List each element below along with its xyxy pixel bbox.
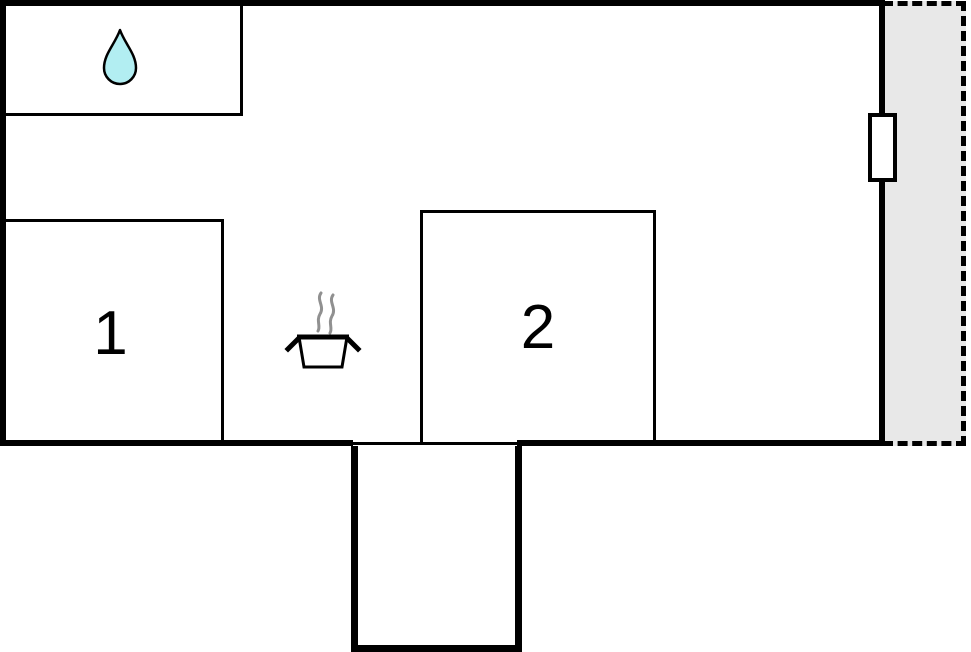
pot-handle-right bbox=[345, 336, 362, 353]
window bbox=[868, 113, 897, 182]
room-1: 1 bbox=[0, 219, 224, 446]
porch bbox=[351, 446, 522, 652]
terrace-area bbox=[883, 1, 966, 446]
cooking-pot-icon bbox=[284, 291, 362, 369]
room-2-label: 2 bbox=[520, 293, 556, 362]
room-1-label: 1 bbox=[93, 299, 128, 368]
bathroom bbox=[0, 0, 243, 116]
pot-body bbox=[297, 335, 349, 369]
pot-handle-left bbox=[284, 336, 301, 353]
steam-icon bbox=[316, 291, 336, 335]
threshold-line bbox=[353, 442, 517, 445]
water-drop-icon bbox=[102, 28, 138, 85]
building-outline bbox=[0, 0, 885, 446]
room-2: 2 bbox=[420, 210, 656, 443]
